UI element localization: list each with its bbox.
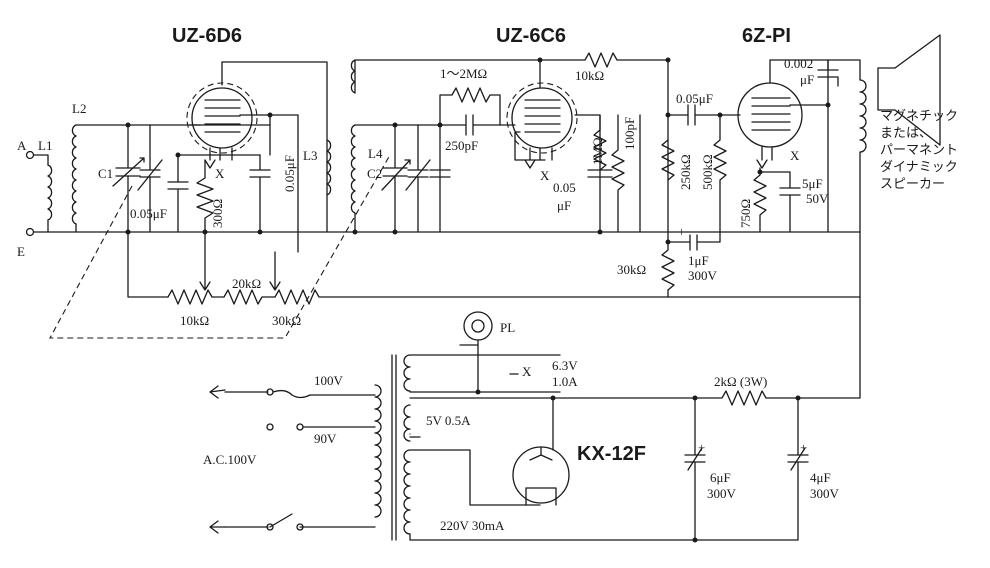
tube-label-uz6d6: UZ-6D6: [172, 25, 242, 47]
svg-text:A.C.100V: A.C.100V: [203, 452, 257, 467]
svg-text:1μF: 1μF: [688, 253, 709, 268]
plate-lead-1: [221, 61, 328, 233]
ac-input: 100V 90V A.C.100V: [203, 373, 376, 534]
c-005uf-label-b: 0.05μF: [282, 155, 297, 192]
svg-text:250kΩ: 250kΩ: [678, 154, 693, 190]
resistor-300ohm: 300Ω: [196, 159, 225, 233]
rectifier-kx12f: [512, 446, 570, 506]
svg-text:6μF: 6μF: [710, 470, 731, 485]
resistor-10k-b-label: 10kΩ: [575, 68, 604, 83]
ground-label: E: [17, 244, 25, 259]
svg-text:1.0A: 1.0A: [552, 374, 578, 389]
tube-uz6c6: 10kΩ X: [506, 52, 669, 233]
svg-text:100pF: 100pF: [622, 117, 637, 150]
svg-text:300V: 300V: [688, 268, 718, 283]
l2-label: L2: [72, 101, 86, 116]
bias-resistor-chain: 20kΩ 10kΩ 30kΩ: [127, 231, 861, 328]
tube-label-6zpi: 6Z-PI: [742, 25, 791, 47]
svg-text:マグネチック: マグネチック: [880, 109, 958, 124]
svg-text:C2: C2: [367, 166, 382, 181]
svg-text:50V: 50V: [806, 191, 829, 206]
junction-dots: [125, 57, 831, 543]
svg-text:μF: μF: [557, 198, 571, 213]
svg-text:300V: 300V: [707, 486, 737, 501]
svg-text:X: X: [215, 166, 225, 181]
svg-text:750Ω: 750Ω: [738, 199, 753, 228]
svg-text:L3: L3: [303, 148, 317, 163]
svg-text:パーマネント: パーマネント: [880, 143, 958, 158]
svg-text:スピーカー: スピーカー: [880, 177, 945, 192]
svg-text:+: +: [800, 440, 807, 455]
pilot-lamp: PL: [459, 311, 515, 393]
resistor-10k-a: [167, 289, 213, 305]
coil-l3: L3: [303, 139, 332, 196]
svg-text:μF: μF: [800, 72, 814, 87]
speaker-icon: [827, 34, 941, 233]
coil-l1: [47, 164, 53, 221]
tube-label-kx12f: KX-12F: [577, 443, 646, 465]
svg-text:100V: 100V: [314, 373, 344, 388]
c-250pf-label: 250pF: [445, 138, 478, 153]
antenna-terminal: [25, 150, 35, 160]
svg-text:L4: L4: [368, 146, 383, 161]
svg-text:300V: 300V: [810, 486, 840, 501]
l1-label: L1: [38, 138, 52, 153]
tube-label-uz6c6: UZ-6C6: [496, 25, 566, 47]
svg-text:20kΩ: 20kΩ: [232, 276, 261, 291]
c-005uf-label-d: 0.05μF: [676, 91, 713, 106]
svg-text:30kΩ: 30kΩ: [617, 262, 646, 277]
svg-text:+: +: [698, 440, 705, 455]
fuse-icon: [272, 389, 311, 399]
svg-text:10kΩ: 10kΩ: [180, 313, 209, 328]
svg-text:5μF: 5μF: [802, 176, 823, 191]
coil-l2: [71, 124, 77, 225]
svg-text:5V 0.5A: 5V 0.5A: [426, 413, 471, 428]
svg-text:90V: 90V: [314, 431, 337, 446]
svg-text:500kΩ: 500kΩ: [700, 154, 715, 190]
svg-text:X: X: [540, 168, 550, 183]
tube-6zpi: X: [737, 59, 829, 233]
resistor-20k: [211, 289, 276, 305]
svg-text:1～2MΩ: 1～2MΩ: [440, 66, 487, 81]
gang-link-dashed: [49, 154, 391, 339]
svg-text:30kΩ: 30kΩ: [272, 313, 301, 328]
power-transformer: [374, 354, 411, 541]
svg-text:または、: または、: [880, 126, 932, 141]
antenna-coil-section: A E L1 L2: [17, 101, 129, 259]
tube-uz6d6: X: [186, 61, 328, 233]
grid-leak-section: 1～2MΩ 250pF: [439, 66, 516, 153]
svg-text:0.05: 0.05: [553, 180, 576, 195]
tuning-capacitor-c1: C1 0.05μF: [98, 124, 271, 233]
svg-text:6.3V: 6.3V: [552, 358, 578, 373]
svg-text:C1: C1: [98, 166, 113, 181]
resistor-2k-label: 2kΩ (3W): [714, 374, 767, 389]
svg-text:PL: PL: [500, 320, 515, 335]
svg-text:ダイナミック: ダイナミック: [880, 160, 958, 175]
svg-text:4μF: 4μF: [810, 470, 831, 485]
svg-text:0.002: 0.002: [784, 56, 813, 71]
svg-text:X: X: [522, 364, 532, 379]
svg-text:X: X: [790, 148, 800, 163]
svg-text:220V 30mA: 220V 30mA: [440, 518, 505, 533]
svg-text:300Ω: 300Ω: [210, 199, 225, 228]
c-005uf-label-a: 0.05μF: [130, 206, 167, 221]
ground-terminal: [25, 227, 35, 237]
svg-text:+: +: [678, 224, 685, 239]
antenna-label: A: [17, 138, 27, 153]
svg-text:1MΩ: 1MΩ: [590, 137, 605, 165]
